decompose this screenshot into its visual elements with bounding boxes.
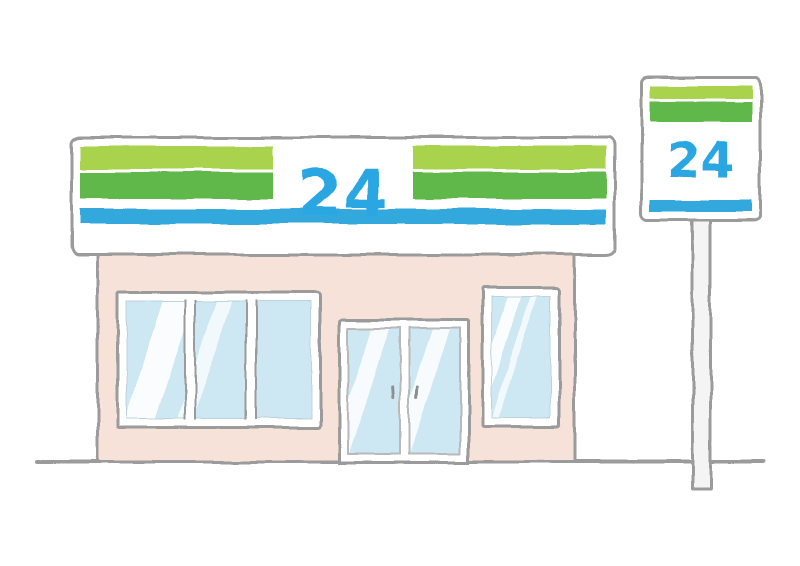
door-handle	[414, 385, 418, 400]
sign-number-backdrop	[273, 144, 413, 206]
entrance-door	[338, 318, 470, 464]
door-panel-left	[347, 327, 401, 455]
door-handle	[390, 385, 394, 400]
shop-window-left	[116, 291, 322, 429]
window-mullion	[184, 300, 197, 420]
stripe-separator	[650, 99, 752, 102]
sign-pole	[691, 218, 712, 490]
window-glass	[491, 296, 551, 418]
shop-window-right	[481, 286, 561, 428]
stripe-light-green	[650, 86, 752, 99]
stripe-blue	[650, 200, 752, 212]
pole-sign-center: 24	[650, 122, 752, 200]
window-glass	[126, 300, 312, 420]
window-mullion	[244, 300, 257, 420]
pole-sign: 24	[640, 76, 762, 222]
store-sign-number: 24	[297, 158, 389, 232]
stripe-green	[650, 102, 752, 122]
stripe-blue	[80, 209, 606, 224]
pole-sign-number: 24	[666, 133, 736, 189]
store-sign-band: 24	[70, 136, 616, 256]
door-panel-right	[407, 327, 461, 455]
